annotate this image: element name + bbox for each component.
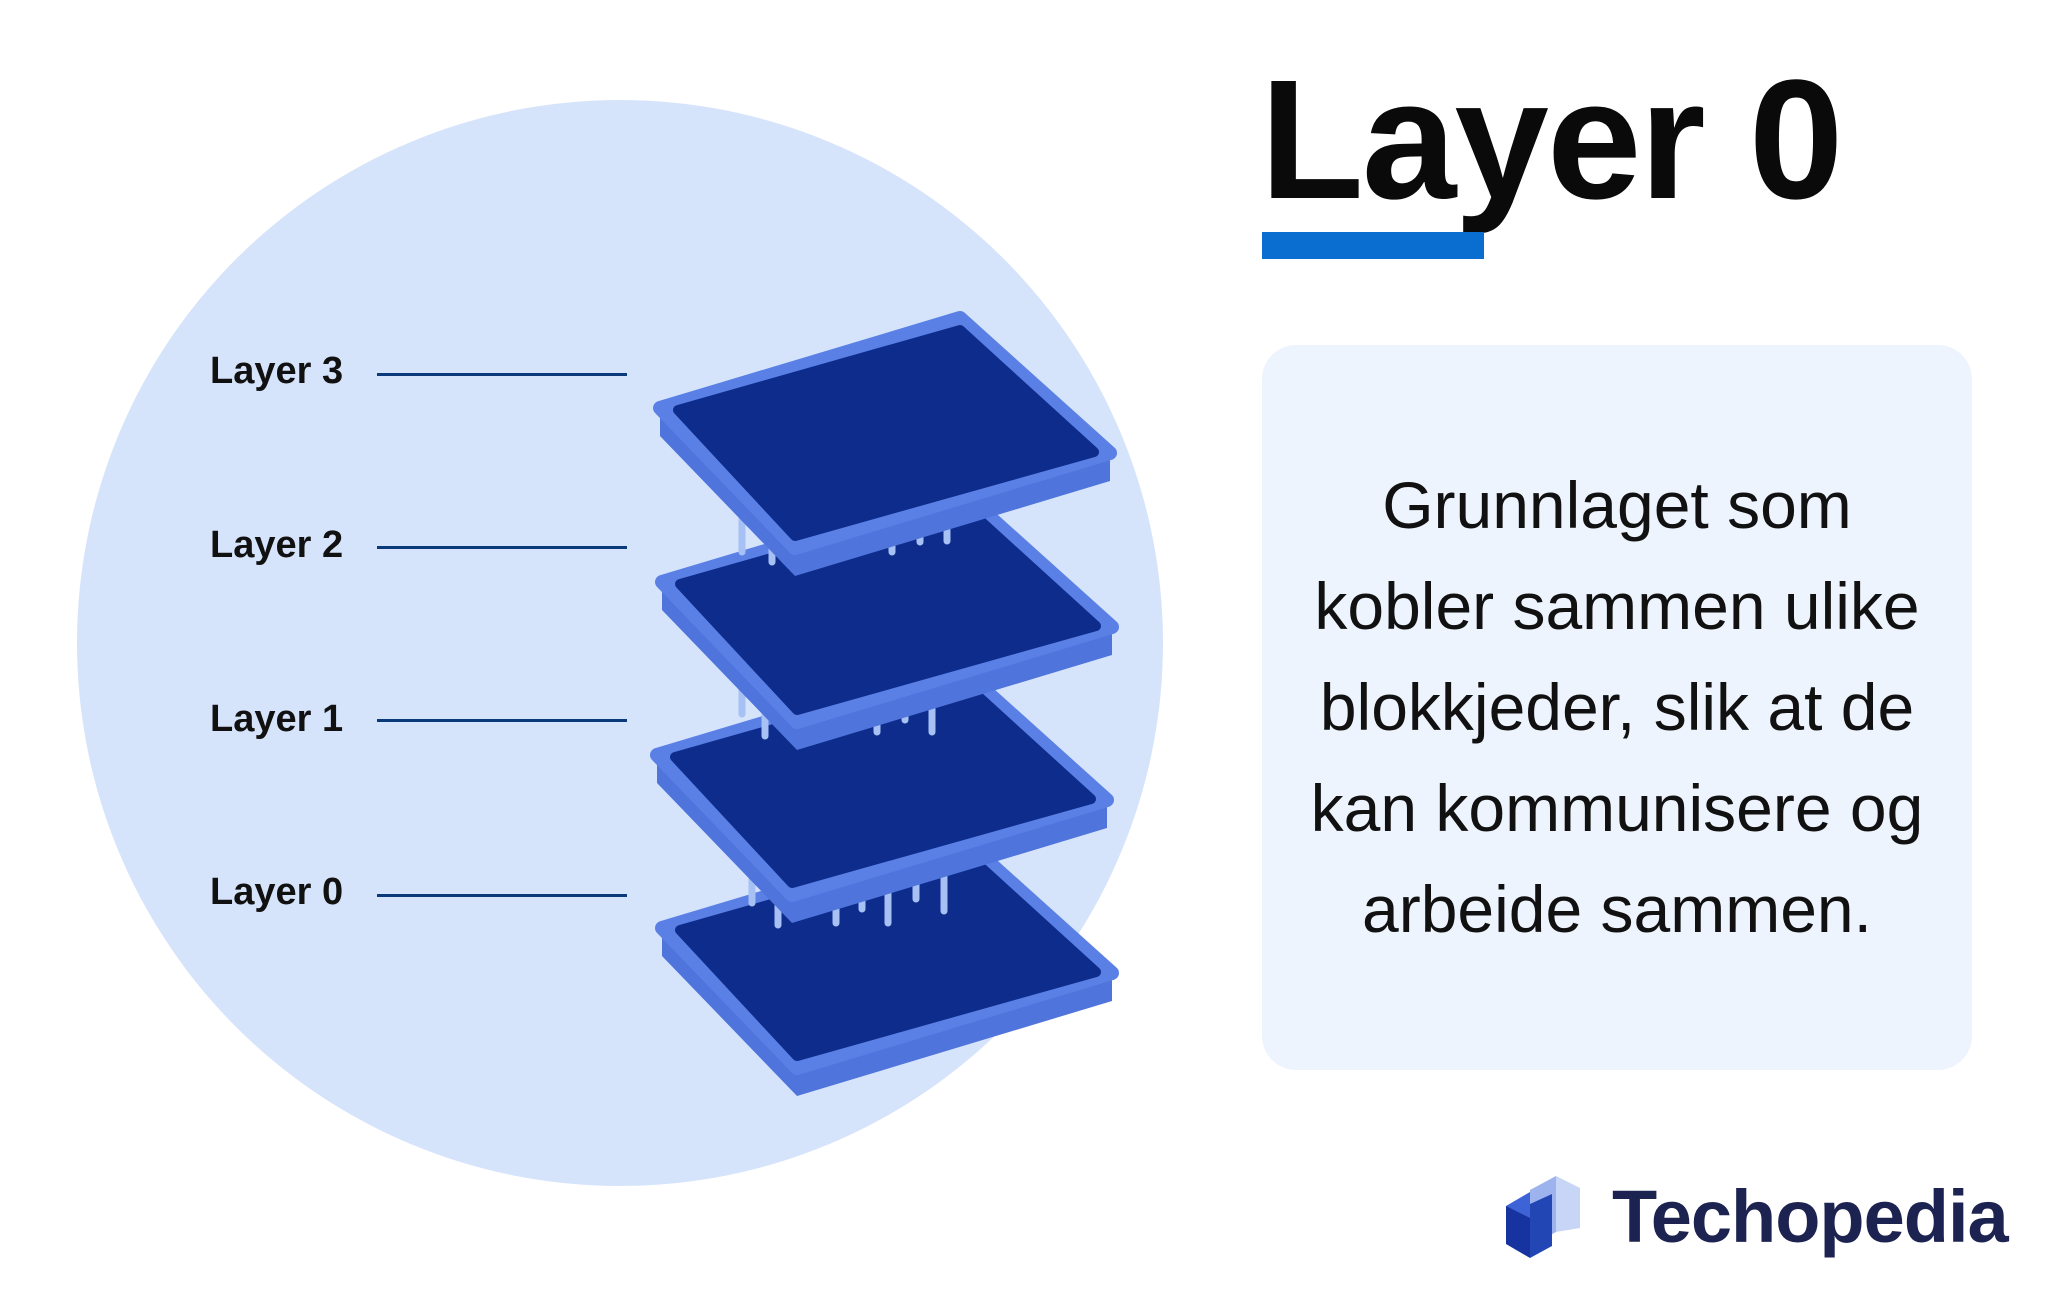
leader-line-3 — [377, 373, 627, 376]
description-text: Grunnlaget som kobler sammen ulike blokk… — [1310, 468, 1924, 946]
leader-line-0 — [377, 894, 627, 897]
layer-label-0: Layer 0 — [210, 871, 344, 913]
brand-logo: Techopedia — [1500, 1170, 2009, 1262]
leader-line-1 — [377, 719, 627, 722]
plate-layer-3 — [653, 311, 1117, 576]
page-title: Layer 0 — [1260, 45, 1843, 235]
layer-label-2: Layer 2 — [210, 524, 344, 566]
layer-label-1: Layer 1 — [210, 698, 344, 740]
title-underline — [1262, 232, 1484, 259]
layer-label-3: Layer 3 — [210, 350, 344, 392]
techopedia-cubes-icon — [1506, 1176, 1580, 1258]
layer-stack — [650, 311, 1119, 1096]
brand-name: Techopedia — [1612, 1174, 2009, 1258]
leader-line-2 — [377, 546, 627, 549]
description-card: Grunnlaget som kobler sammen ulike blokk… — [1262, 345, 1972, 1070]
plate-top-face — [673, 325, 1099, 541]
